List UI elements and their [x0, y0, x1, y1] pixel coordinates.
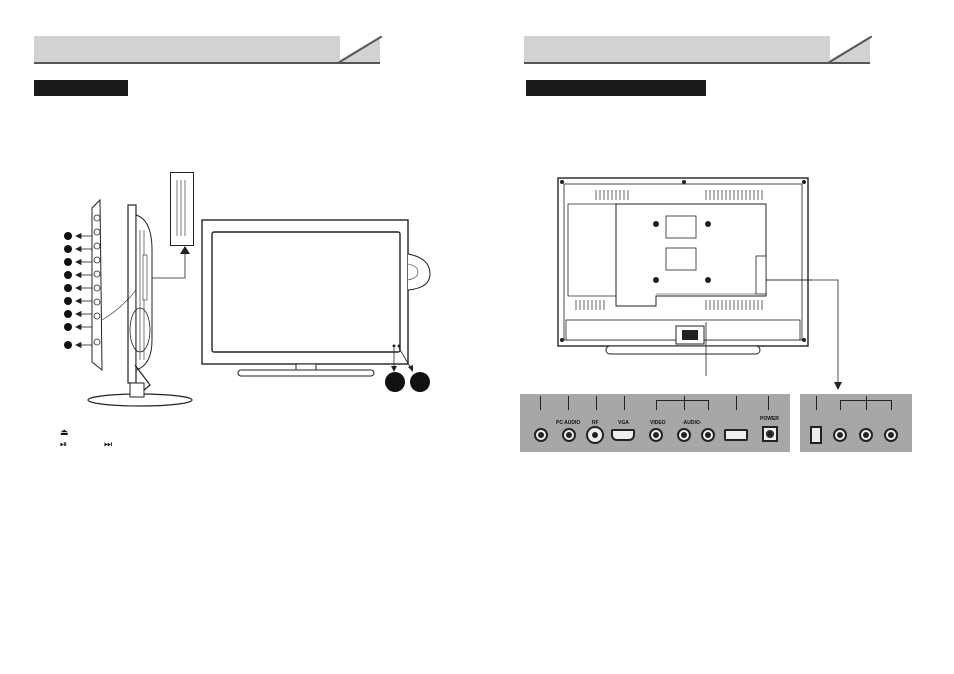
callout-dot	[64, 232, 72, 240]
scart-port	[724, 429, 748, 441]
port-label-power: POWER	[760, 416, 779, 422]
port-callout-tick	[866, 396, 867, 410]
audio-right-jack	[701, 428, 715, 442]
callout-dot	[64, 245, 72, 253]
port-label-pc-audio: PC AUDIO	[556, 420, 581, 426]
port-callout-tick	[624, 396, 625, 410]
tv-side-view-illustration	[87, 198, 193, 407]
callout-dot	[64, 258, 72, 266]
port-callout-tick	[736, 396, 737, 410]
front-callout-dot-left	[385, 372, 405, 392]
callout-dot	[64, 323, 72, 331]
disc-slot-label-lines	[176, 180, 186, 236]
port-callout-tick	[540, 396, 541, 410]
callout-dot	[64, 310, 72, 318]
callout-arrows	[75, 232, 92, 349]
video-jack	[649, 428, 663, 442]
button-callout-list	[64, 232, 104, 352]
port-callout-tick	[708, 400, 709, 410]
callout-dot	[64, 341, 72, 349]
callout-dot	[64, 284, 72, 292]
right-section-title-bar	[526, 80, 706, 96]
port-callout-tick	[840, 400, 841, 410]
right-header-tab	[524, 36, 830, 64]
right-header-underline	[524, 62, 870, 64]
component-y-jack	[833, 428, 847, 442]
skip-next-icon: ⏭	[104, 439, 113, 449]
usb-port	[810, 426, 822, 444]
vga-port	[611, 429, 635, 441]
rf-antenna-jack	[586, 426, 604, 444]
side-panel-leader	[766, 279, 842, 390]
audio-left-jack	[677, 428, 691, 442]
port-label-vga: VGA	[618, 420, 629, 426]
port-callout-tick	[596, 396, 597, 410]
right-header-tab-bevel	[826, 36, 872, 64]
left-header-tab-bevel	[336, 36, 382, 64]
left-section-title-bar	[34, 80, 128, 96]
port-callout-tick	[568, 396, 569, 410]
component-pr-jack	[884, 428, 898, 442]
port-callout-tick	[891, 400, 892, 410]
audio-bracket	[656, 400, 709, 401]
port-label-video: VIDEO	[650, 420, 666, 426]
tv-front-view-illustration	[201, 219, 431, 377]
left-header-tab	[34, 36, 340, 64]
play-pause-icon: ⏯	[60, 439, 68, 449]
rear-connector-panel	[520, 394, 790, 452]
port-label-audio: -AUDIO-	[682, 420, 702, 426]
callout-dot	[64, 271, 72, 279]
tv-rear-view-illustration	[557, 177, 812, 376]
eject-icon: ⏏	[60, 427, 69, 437]
port-callout-tick	[684, 396, 685, 410]
port-callout-tick	[768, 396, 769, 410]
pc-audio-jack	[562, 428, 576, 442]
disc-slot-label-box	[170, 172, 194, 246]
port-callout-tick	[656, 400, 657, 410]
front-callout-dot-right	[410, 372, 430, 392]
port-label-rf: RF	[592, 420, 599, 426]
left-header-underline	[34, 62, 380, 64]
component-pb-jack	[859, 428, 873, 442]
callout-dot	[64, 297, 72, 305]
headphone-jack	[534, 428, 548, 442]
power-dc-pin	[766, 430, 774, 438]
port-callout-tick	[816, 396, 817, 410]
